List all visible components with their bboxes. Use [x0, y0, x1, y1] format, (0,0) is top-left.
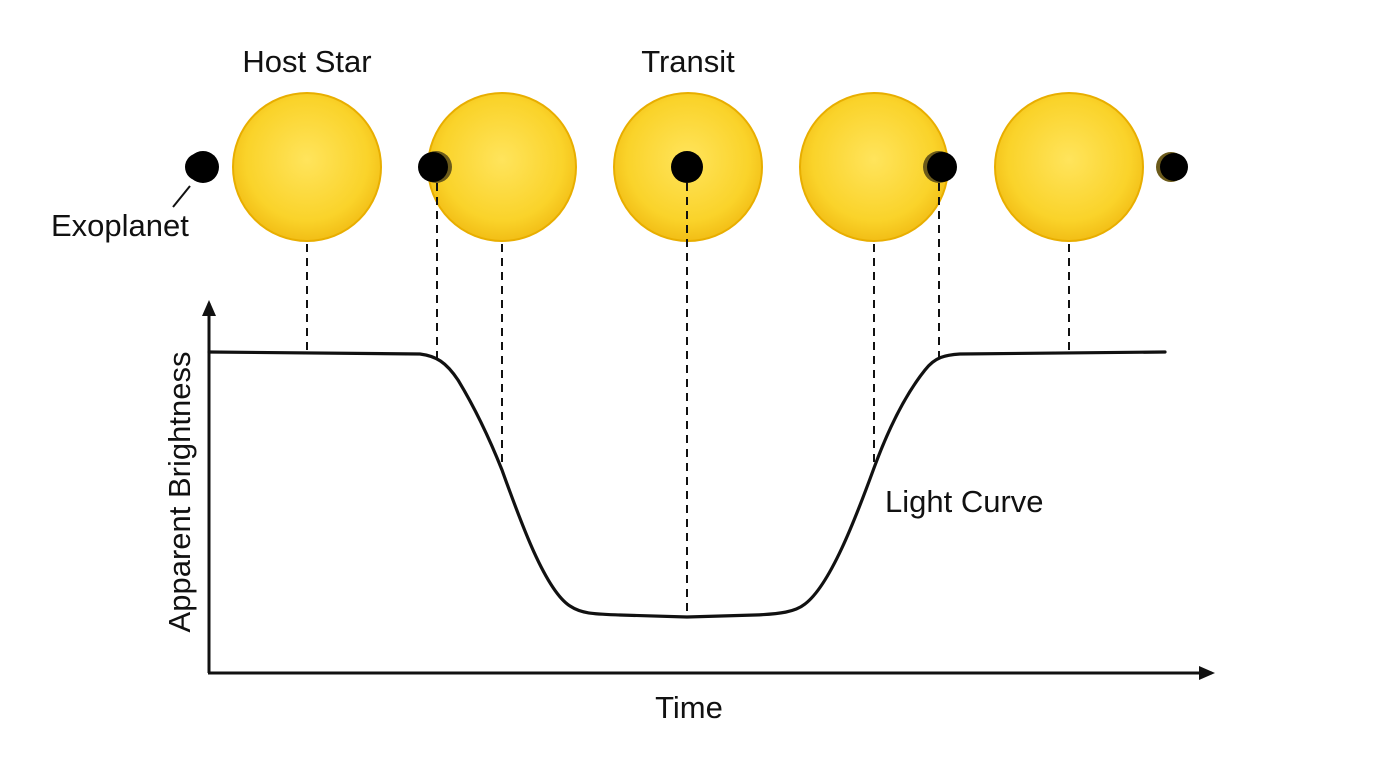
x-axis-label: Time	[655, 690, 723, 725]
transit-label: Transit	[641, 44, 735, 79]
exoplanet-position-3	[671, 151, 703, 183]
exoplanet-position-4	[923, 151, 957, 183]
y-axis-label: Apparent Brightness	[162, 352, 197, 633]
exoplanet-label: Exoplanet	[51, 208, 189, 243]
host-star-5	[994, 92, 1144, 242]
light-curve-label: Light Curve	[885, 484, 1044, 519]
host-star-label: Host Star	[242, 44, 371, 79]
light-curve	[207, 350, 1167, 619]
exoplanet-position-2	[418, 151, 452, 183]
exoplanet-position-5	[1156, 152, 1188, 182]
connector-lines	[306, 183, 1070, 617]
exoplanet-pointer	[172, 185, 191, 208]
exoplanet-position-1	[185, 151, 219, 183]
host-star-1	[232, 92, 382, 242]
axes	[202, 300, 1215, 680]
planets	[185, 151, 1188, 183]
